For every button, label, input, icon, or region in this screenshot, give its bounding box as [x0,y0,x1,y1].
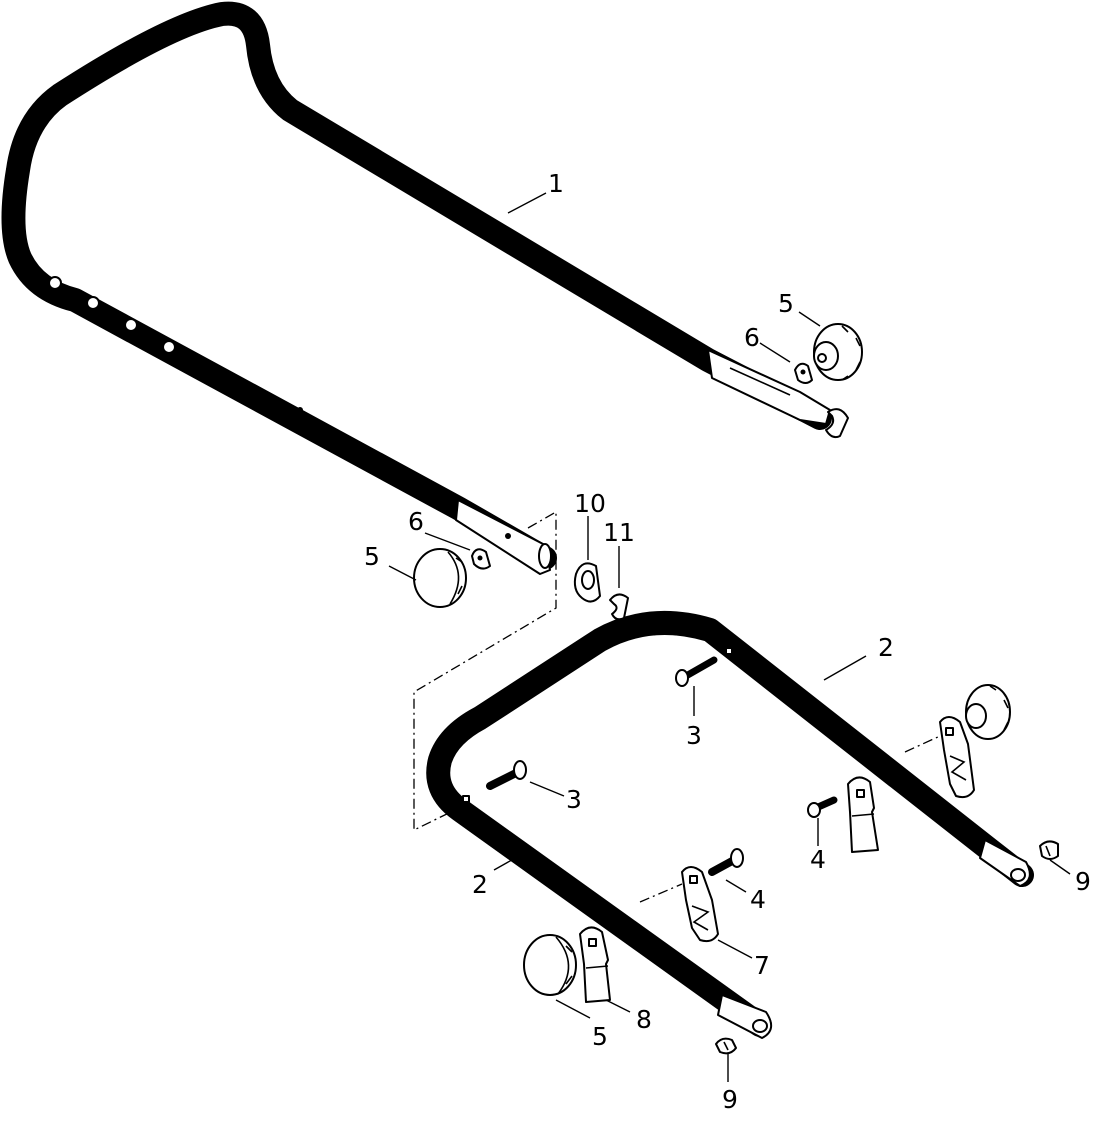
callout-5-upper: 5 [778,289,794,318]
part-10-clamp [573,562,601,603]
assembly-lines [413,510,941,903]
clip-upper [825,408,849,439]
washer-upper [794,362,813,384]
callout-4-center: 4 [750,885,766,914]
washer-left [471,548,491,570]
callout-labels: 1 5 6 10 11 6 5 2 3 3 4 2 9 4 7 8 5 9 [364,169,1091,1114]
callout-9-right: 9 [1075,867,1091,896]
bracket-7-center [681,866,719,943]
bolt-3-left [486,760,527,790]
leader-lines [388,192,1071,1082]
callout-8: 8 [636,1005,652,1034]
callout-2-left: 2 [472,870,488,899]
bracket-7-right [939,716,975,799]
bolt-4-center [708,848,744,876]
lower-handle-bar [426,610,1034,1039]
callout-5-left: 5 [364,542,380,571]
knob-left [413,548,467,608]
upper-handle-bar [1,1,832,575]
bolt-4-right [807,796,838,818]
callout-3-left: 3 [566,785,582,814]
knob-upper-right [813,323,863,381]
callout-9-bottom: 9 [722,1085,738,1114]
callout-2-right: 2 [878,633,894,662]
callout-6-upper: 6 [744,323,760,352]
callout-1: 1 [548,169,564,198]
bolt-3-upper [675,656,718,687]
screw-9-bottom [715,1037,737,1055]
callout-4-right: 4 [810,845,826,874]
callout-3-upper: 3 [686,721,702,750]
callout-5-bottom: 5 [592,1022,608,1051]
callout-7: 7 [754,951,770,980]
knob-right-lower [965,684,1011,740]
bracket-8-bottom [579,926,611,1003]
part-11-insert [609,593,629,621]
callout-6-left: 6 [408,507,424,536]
screw-9-right [1039,840,1059,860]
knob-bottom-left [523,934,577,996]
callout-10: 10 [574,489,606,518]
callout-11: 11 [603,518,635,547]
bracket-8-right [847,776,879,853]
